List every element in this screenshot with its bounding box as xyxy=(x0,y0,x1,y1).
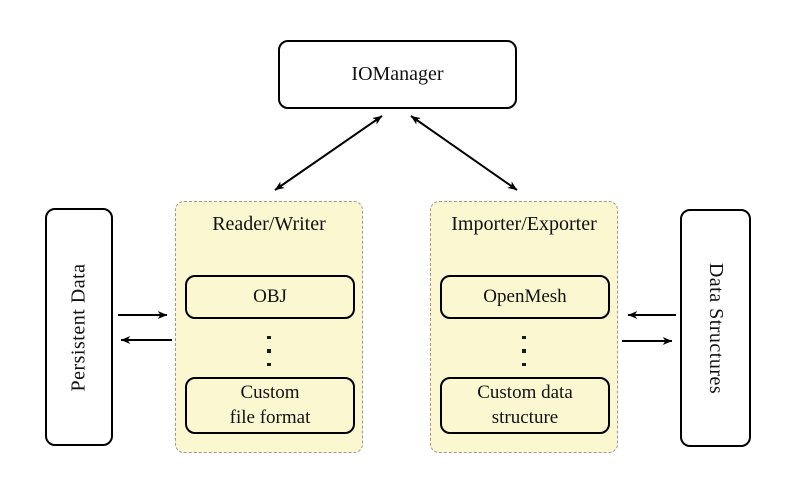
custom-data-structure-line2: structure xyxy=(491,406,559,428)
persistent-data-label: Persistent Data xyxy=(67,262,90,392)
importer-exporter-title: Importer/Exporter xyxy=(451,213,597,235)
custom-file-format-box: Custom file format xyxy=(185,377,355,434)
importer-exporter-group: Importer/Exporter OpenMesh Custom data s… xyxy=(430,201,618,453)
custom-file-format-line2: file format xyxy=(229,406,311,428)
data-structures-label: Data Structures xyxy=(705,262,728,394)
reader-writer-group: Reader/Writer OBJ Custom file format xyxy=(175,201,363,453)
custom-data-structure-box: Custom data structure xyxy=(440,377,610,434)
persistent-data-box: Persistent Data xyxy=(45,208,113,446)
obj-box: OBJ xyxy=(185,275,355,319)
arrow-iomanager-readerwriter xyxy=(274,115,383,191)
openmesh-box: OpenMesh xyxy=(440,275,610,319)
custom-file-format-line1: Custom xyxy=(240,382,300,404)
obj-label: OBJ xyxy=(253,285,287,307)
vertical-ellipsis-icon xyxy=(176,336,362,366)
vertical-ellipsis-icon xyxy=(431,336,617,366)
iomanager-box: IOManager xyxy=(278,40,517,109)
data-structures-box: Data Structures xyxy=(680,209,751,447)
iomanager-label: IOManager xyxy=(351,63,444,85)
openmesh-label: OpenMesh xyxy=(483,285,567,307)
custom-data-structure-line1: Custom data xyxy=(477,382,573,404)
arrow-iomanager-importerexporter xyxy=(410,115,518,191)
reader-writer-title: Reader/Writer xyxy=(212,213,326,235)
